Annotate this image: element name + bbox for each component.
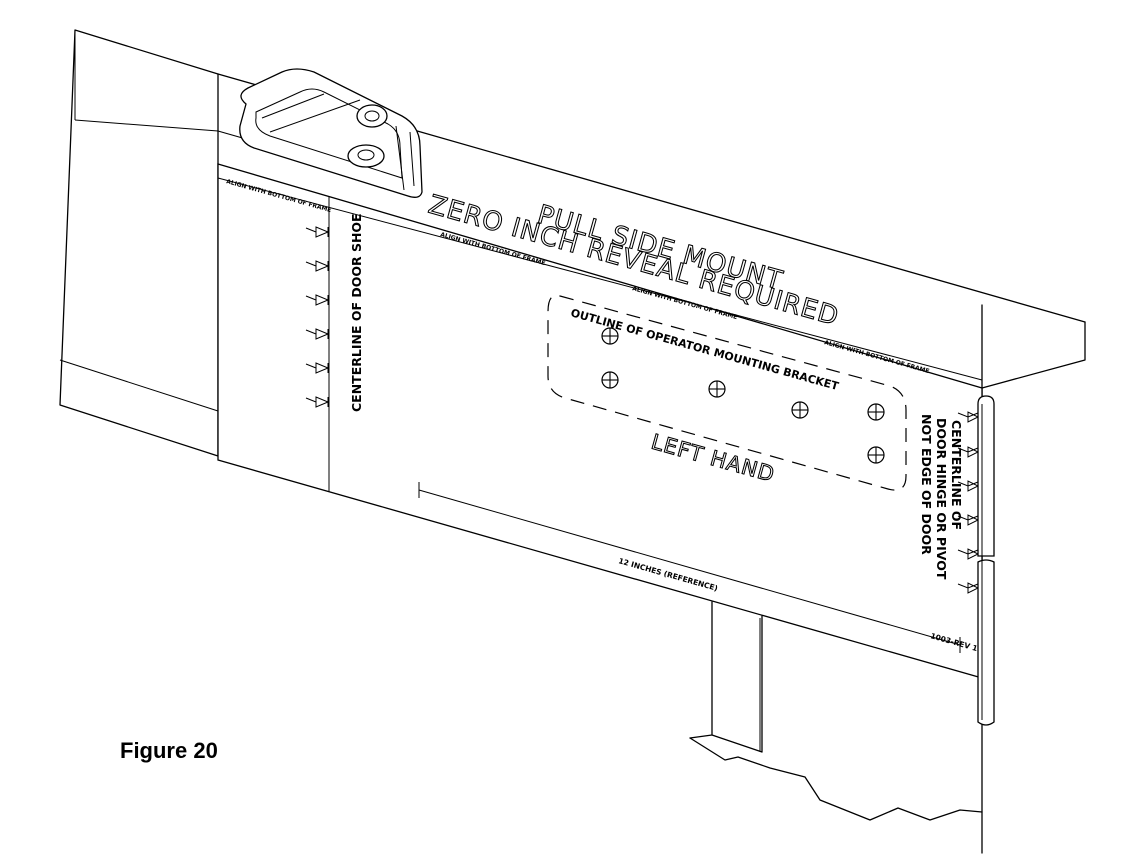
reference-scale — [418, 482, 961, 653]
mounting-hole — [867, 403, 885, 421]
frame-left-face — [59, 29, 219, 457]
mounting-hole — [867, 446, 885, 464]
hinge-label-1: CENTERLINE OF — [949, 420, 964, 530]
arm-pivot — [356, 104, 388, 128]
figure-caption: Figure 20 — [120, 738, 218, 763]
hinge-arrows — [957, 411, 980, 594]
arm-mount — [347, 144, 385, 168]
mounting-hole — [601, 371, 619, 389]
hinge-label-2: DOOR HINGE OR PIVOT — [934, 418, 949, 580]
frame-left-edge-lower — [59, 359, 219, 412]
mounting-hole — [708, 380, 726, 398]
hinge-label-3: NOT EDGE OF DOOR — [919, 414, 934, 555]
mounting-template: ALIGN WITH BOTTOM OF FRAME ALIGN WITH BO… — [217, 163, 983, 679]
mounting-holes — [601, 327, 885, 464]
scale-line — [418, 489, 961, 646]
mounting-hole — [601, 327, 619, 345]
door-lower-left — [711, 601, 763, 753]
frame-left-edge — [74, 119, 219, 132]
bracket-outline — [547, 294, 907, 491]
door-break-line — [689, 737, 983, 821]
door-shoe-label: CENTERLINE OF DOOR SHOE — [349, 213, 364, 412]
door-hinge — [977, 395, 995, 726]
align-line — [217, 177, 983, 381]
mounting-hole — [791, 401, 809, 419]
header-right-face — [981, 321, 1086, 389]
door-shoe-arrows — [305, 226, 330, 408]
closer-arm — [239, 68, 423, 198]
door-break-start — [689, 734, 713, 739]
